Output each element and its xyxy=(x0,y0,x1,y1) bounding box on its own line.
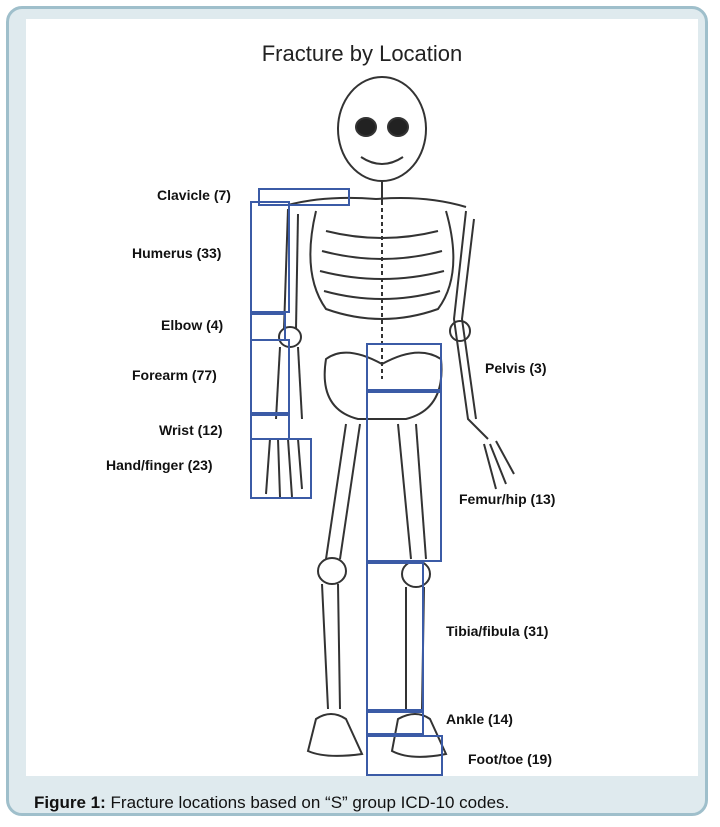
foot-toe-box xyxy=(366,735,443,776)
forearm-label: Forearm (77) xyxy=(132,367,217,383)
femur-hip-box xyxy=(366,391,442,562)
caption-text: Fracture locations based on “S” group IC… xyxy=(106,793,509,812)
pelvis-label: Pelvis (3) xyxy=(485,360,546,376)
tibia-fibula-label: Tibia/fibula (31) xyxy=(446,623,548,639)
foot-toe-label: Foot/toe (19) xyxy=(468,751,552,767)
clavicle-label: Clavicle (7) xyxy=(157,187,231,203)
ankle-box xyxy=(366,711,424,735)
femur-hip-label: Femur/hip (13) xyxy=(459,491,555,507)
elbow-label: Elbow (4) xyxy=(161,317,223,333)
ankle-label: Ankle (14) xyxy=(446,711,513,727)
skull xyxy=(338,77,426,181)
wrist-label: Wrist (12) xyxy=(159,422,223,438)
caption-prefix: Figure 1: xyxy=(34,793,106,812)
forearm-box xyxy=(250,339,290,414)
hand-finger-box xyxy=(250,438,312,499)
elbow-box xyxy=(250,313,286,341)
figure-panel: Fracture by Location xyxy=(26,19,698,776)
skeleton-illustration xyxy=(26,19,698,776)
humerus-label: Humerus (33) xyxy=(132,245,221,261)
humerus-box xyxy=(250,201,290,313)
tibia-fibula-box xyxy=(366,562,424,711)
wrist-box xyxy=(250,414,290,440)
pelvis-box xyxy=(366,343,442,391)
hand-finger-label: Hand/finger (23) xyxy=(106,457,213,473)
figure-caption: Figure 1: Fracture locations based on “S… xyxy=(34,793,509,813)
